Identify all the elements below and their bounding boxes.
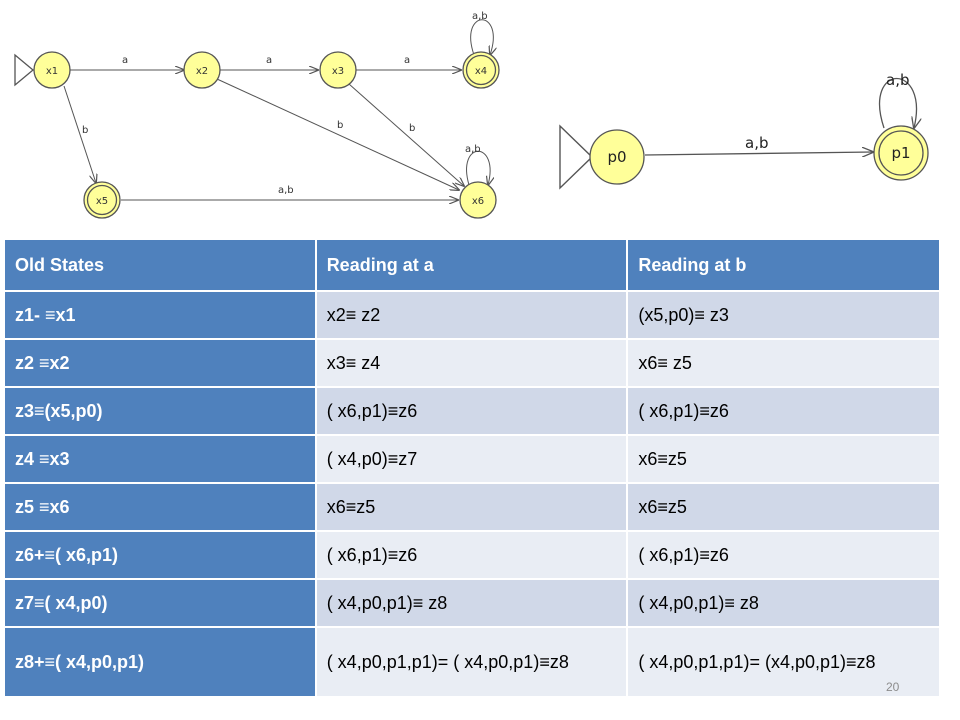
state-p0-label: p0 <box>607 148 626 166</box>
start-arrow-icon <box>14 53 35 87</box>
edge-label-x2-x3: a <box>266 55 272 66</box>
cell-old-state: z7≡( x4,p0) <box>3 578 317 628</box>
table-row: z1- ≡x1 x2≡ z2 (x5,p0)≡ z3 <box>3 290 941 340</box>
edge-label-x2-x6: b <box>337 120 343 131</box>
cell-old-state: z1- ≡x1 <box>3 290 317 340</box>
automaton-p-diagram: a,b a,b p0 p1 <box>559 71 929 190</box>
state-x6: x6 <box>459 181 497 219</box>
edge-label-x6-loop: a,b <box>465 144 481 155</box>
state-p1-label: p1 <box>891 144 910 162</box>
edge-p0-p1 <box>644 152 873 155</box>
state-x1-label: x1 <box>46 66 58 77</box>
state-x3-label: x3 <box>332 66 344 77</box>
cell-old-state: z8+≡( x4,p0,p1) <box>3 626 317 698</box>
edge-x3-x6 <box>348 83 464 186</box>
cell-reading-b: x6≡ z5 <box>626 338 941 388</box>
edge-label-p1-loop: a,b <box>886 71 909 89</box>
cell-reading-a: x2≡ z2 <box>314 290 629 340</box>
cell-reading-b: ( x4,p0,p1,p1)= (x4,p0,p1)≡z8 <box>626 626 941 698</box>
table-row: z4 ≡x3 ( x4,p0)≡z7 x6≡z5 <box>3 434 941 484</box>
table-row: z2 ≡x2 x3≡ z4 x6≡ z5 <box>3 338 941 388</box>
state-x6-label: x6 <box>472 196 484 207</box>
state-p1-accepting: p1 <box>873 125 929 181</box>
state-x5-label: x5 <box>96 196 108 207</box>
edge-x6-loop <box>466 150 491 185</box>
edge-label-x1-x5: b <box>82 125 88 136</box>
state-x3: x3 <box>319 51 357 89</box>
start-arrow-icon <box>559 124 594 190</box>
cell-old-state: z2 ≡x2 <box>3 338 317 388</box>
cell-reading-a: ( x4,p0,p1,p1)= ( x4,p0,p1)≡z8 <box>314 626 629 698</box>
edge-label-x3-x6: b <box>409 123 415 134</box>
state-x2-label: x2 <box>196 66 208 77</box>
edge-x4-loop <box>470 19 494 55</box>
edge-label-p0-p1: a,b <box>745 134 768 152</box>
edge-label-x1-x2: a <box>122 55 128 66</box>
cell-reading-b: ( x6,p1)≡z6 <box>626 530 941 580</box>
state-p0: p0 <box>589 129 645 185</box>
table-header-row: Old States Reading at a Reading at b <box>3 238 941 292</box>
edge-x2-x6 <box>216 78 459 190</box>
edge-label-x5-x6: a,b <box>278 185 294 196</box>
cell-reading-a: ( x6,p1)≡z6 <box>314 530 629 580</box>
table-row: z8+≡( x4,p0,p1) ( x4,p0,p1,p1)= ( x4,p0,… <box>3 626 941 698</box>
cell-reading-a: x3≡ z4 <box>314 338 629 388</box>
cell-old-state: z6+≡( x6,p1) <box>3 530 317 580</box>
state-x4-label: x4 <box>475 66 487 77</box>
state-x1: x1 <box>33 51 71 89</box>
header-reading-a: Reading at a <box>314 238 629 292</box>
table-row: z5 ≡x6 x6≡z5 x6≡z5 <box>3 482 941 532</box>
cell-reading-b: x6≡z5 <box>626 434 941 484</box>
cell-reading-b: ( x6,p1)≡z6 <box>626 386 941 436</box>
edge-label-x4-loop: a,b <box>472 11 488 22</box>
automaton-x-diagram: a a a a,b b b b a,b a,b x1 x2 x3 x4 x5 x… <box>1 11 519 231</box>
cell-reading-b: ( x4,p0,p1)≡ z8 <box>626 578 941 628</box>
state-x5-accepting: x5 <box>83 181 121 219</box>
edge-p1-loop <box>878 78 917 129</box>
header-reading-b: Reading at b <box>626 238 941 292</box>
cell-reading-a: x6≡z5 <box>314 482 629 532</box>
edge-label-x3-x4: a <box>404 55 410 66</box>
cell-old-state: z4 ≡x3 <box>3 434 317 484</box>
cell-old-state: z3≡(x5,p0) <box>3 386 317 436</box>
state-x4-accepting: x4 <box>462 51 500 89</box>
cell-reading-a: ( x4,p0,p1)≡ z8 <box>314 578 629 628</box>
cell-reading-a: ( x6,p1)≡z6 <box>314 386 629 436</box>
cell-old-state: z5 ≡x6 <box>3 482 317 532</box>
edge-x1-x5 <box>63 85 96 183</box>
cell-reading-b: x6≡z5 <box>626 482 941 532</box>
header-old-states: Old States <box>3 238 317 292</box>
cell-reading-a: ( x4,p0)≡z7 <box>314 434 629 484</box>
table-row: z6+≡( x6,p1) ( x6,p1)≡z6 ( x6,p1)≡z6 <box>3 530 941 580</box>
transition-table: Old States Reading at a Reading at b z1-… <box>3 238 941 698</box>
state-x2: x2 <box>183 51 221 89</box>
page-number: 20 <box>886 680 900 694</box>
table-row: z7≡( x4,p0) ( x4,p0,p1)≡ z8 ( x4,p0,p1)≡… <box>3 578 941 628</box>
cell-reading-b: (x5,p0)≡ z3 <box>626 290 941 340</box>
table-row: z3≡(x5,p0) ( x6,p1)≡z6 ( x6,p1)≡z6 <box>3 386 941 436</box>
